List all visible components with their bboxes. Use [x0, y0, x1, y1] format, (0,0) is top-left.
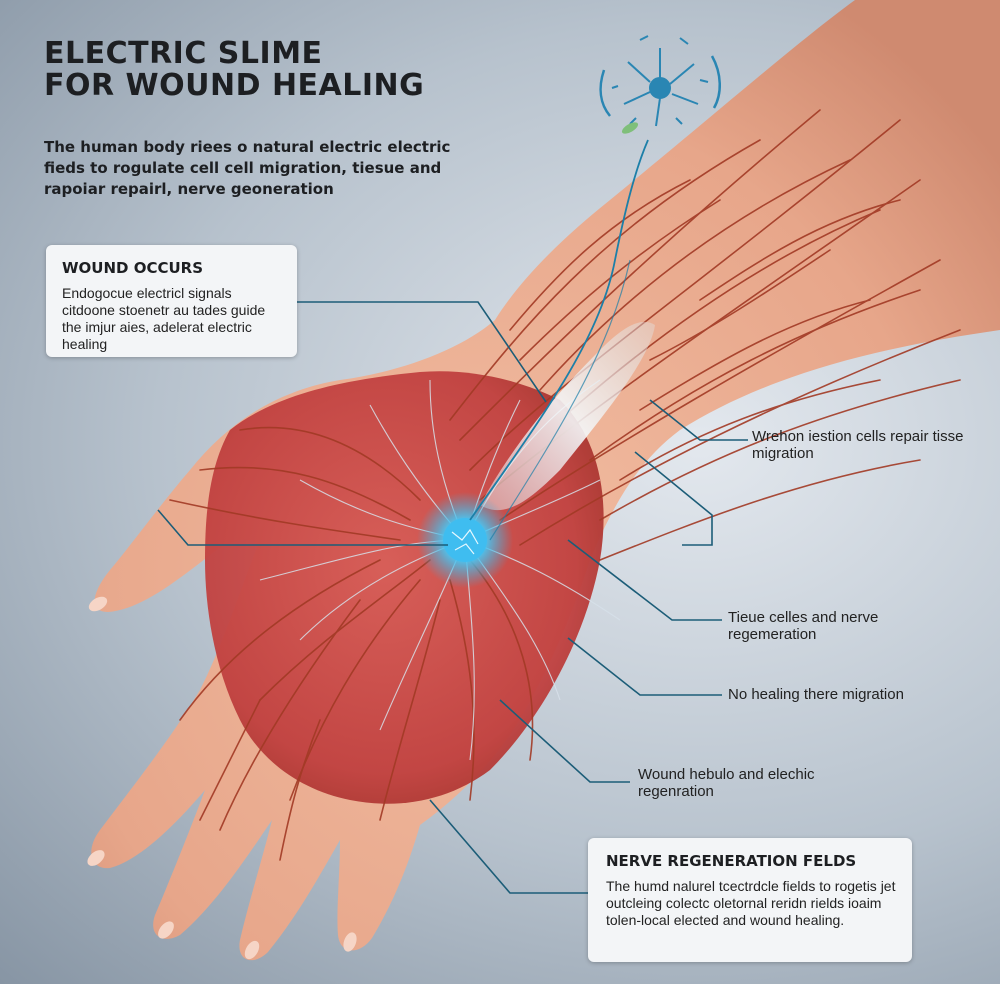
nerve-card-heading: NERVE REGENERATION FELDS	[606, 852, 857, 870]
leader-label-migration	[649, 399, 748, 441]
electrode-wire	[469, 139, 649, 521]
label-wound-migration: Wrehon iestion cells repair tisse migrat…	[752, 428, 964, 462]
intro-text: The human body riees o natural electric …	[44, 138, 451, 198]
electric-slime	[480, 321, 655, 511]
title-line-2: FOR WOUND HEALING	[44, 68, 425, 103]
leader-label-no-healing	[567, 637, 722, 696]
wound-card-body: Endogocue electricl signals citdoone sto…	[62, 285, 266, 352]
leader-thumb	[157, 509, 448, 546]
label-tissue-cells: Tieue celles and nerve regemeration	[728, 609, 879, 643]
leader-wrist	[634, 451, 713, 546]
nerve-regeneration-card: NERVE REGENERATION FELDS The humd nalure…	[588, 838, 912, 962]
nerve-card-body: The humd nalurel tcectrdcle fields to ro…	[606, 878, 896, 928]
leader-label-tissue	[567, 539, 722, 621]
title-line-1: ELECTRIC SLIME	[44, 36, 323, 71]
label-no-healing: No healing there migration	[728, 686, 904, 703]
electric-signal-icon	[599, 35, 721, 134]
leader-lines	[157, 301, 748, 894]
page-title: ELECTRIC SLIME FOR WOUND HEALING	[44, 38, 424, 102]
wound-card-heading: WOUND OCCURS	[62, 259, 204, 277]
leader-label-regeneration	[499, 699, 630, 783]
leader-wound-card	[297, 301, 547, 403]
blood-vessels	[169, 109, 961, 861]
leader-nerve-card	[429, 799, 590, 894]
wound-occurs-card: WOUND OCCURS Endogocue electricl signals…	[46, 245, 297, 357]
label-wound-regeneration: Wound hebulo and elechic regenration	[638, 766, 815, 800]
